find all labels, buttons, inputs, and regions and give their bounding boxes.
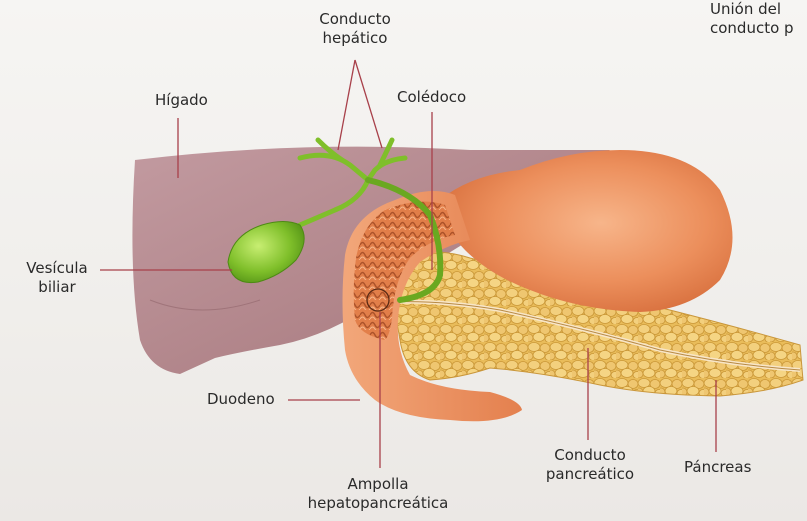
label-liver: Hígado xyxy=(155,91,208,110)
label-common-bile-duct: Colédoco xyxy=(397,88,466,107)
label-duct-junction: Unión del conducto p xyxy=(710,0,794,38)
label-pancreas: Páncreas xyxy=(684,458,751,477)
label-duodenum: Duodeno xyxy=(207,390,275,409)
label-ampulla: Ampolla hepatopancreática xyxy=(298,475,458,513)
label-hepatic-duct: Conducto hepático xyxy=(310,10,400,48)
label-gallbladder: Vesícula biliar xyxy=(18,259,96,297)
label-pancreatic-duct: Conducto pancreático xyxy=(540,446,640,484)
